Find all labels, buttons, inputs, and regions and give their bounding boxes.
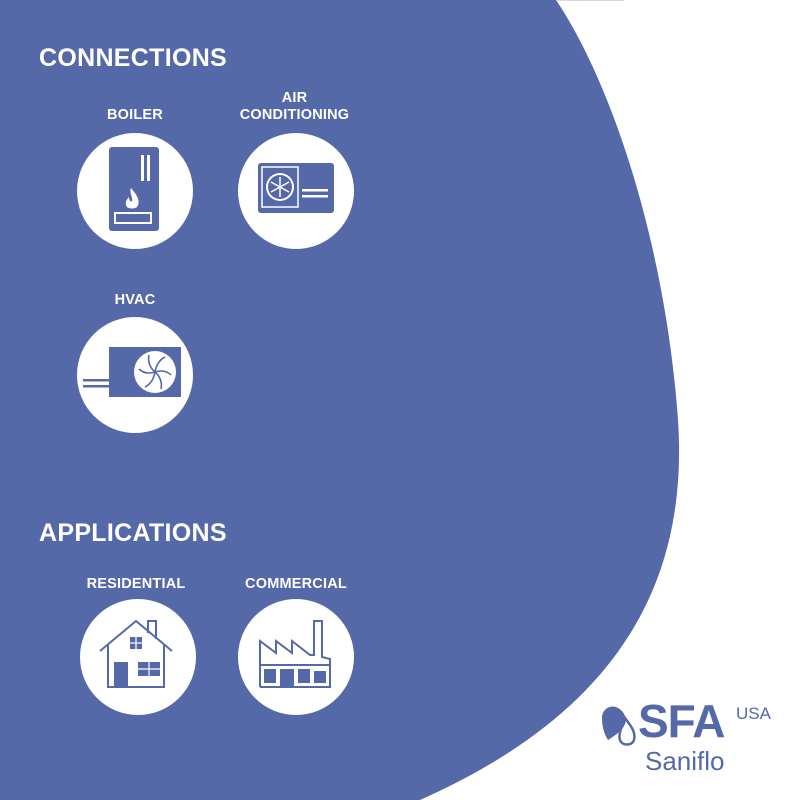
boiler-circle <box>77 133 193 249</box>
air-conditioner-icon <box>258 163 334 213</box>
applications-heading: APPLICATIONS <box>39 519 227 547</box>
commercial-circle <box>238 599 354 715</box>
hvac-label: HVAC <box>114 292 156 308</box>
hvac-circle <box>77 317 193 433</box>
connections-heading: CONNECTIONS <box>39 44 228 72</box>
brand-usa: USA <box>736 704 771 723</box>
factory-icon <box>259 620 331 688</box>
brand-sfa: SFA <box>638 695 725 747</box>
top-divider-line <box>556 0 624 1</box>
air-conditioning-label: AIR CONDITIONING <box>222 90 367 124</box>
air-conditioning-circle <box>238 133 354 249</box>
air-conditioning-label-line1: AIR <box>281 90 308 106</box>
commercial-label: COMMERCIAL <box>245 576 347 592</box>
water-drop-logo-icon <box>602 706 636 746</box>
sfa-saniflo-logo: SFA USA Saniflo <box>598 695 788 790</box>
boiler-icon <box>109 147 159 231</box>
boiler-label: BOILER <box>107 107 163 123</box>
air-conditioning-label-line2: CONDITIONING <box>239 107 350 123</box>
hvac-unit-icon <box>83 347 181 397</box>
brand-saniflo: Saniflo <box>645 746 725 776</box>
residential-label: RESIDENTIAL <box>86 576 186 592</box>
residential-circle <box>80 599 196 715</box>
house-icon <box>99 619 173 688</box>
